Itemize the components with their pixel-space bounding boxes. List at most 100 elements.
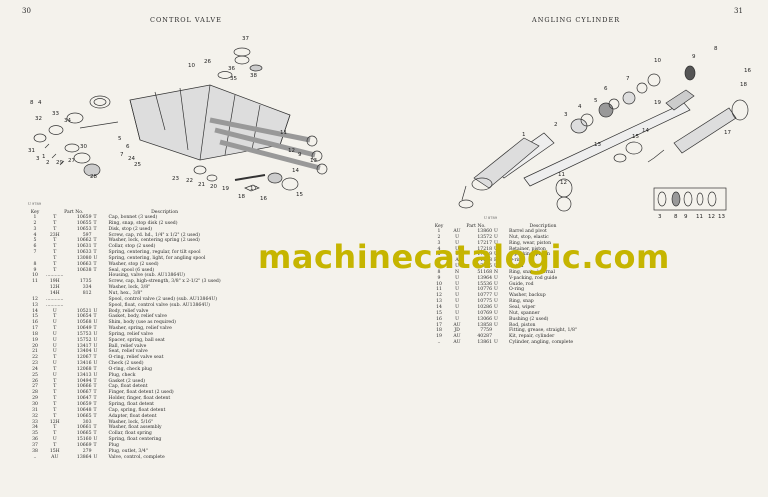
row-number: 13572 bbox=[477, 234, 492, 240]
row-number: 10769 bbox=[477, 310, 492, 316]
row-number: 1735 bbox=[79, 279, 92, 285]
row-suffix: U bbox=[93, 343, 98, 349]
row-description: Gasket (2 used) bbox=[108, 378, 146, 384]
row-description: Spring, relief valve bbox=[108, 331, 153, 337]
row-prefix: U bbox=[52, 343, 57, 349]
row-prefix: U bbox=[455, 234, 459, 240]
callout-19: 19 bbox=[654, 100, 661, 106]
row-description: U-packing, piston bbox=[509, 252, 551, 258]
page-title: CONTROL VALVE bbox=[150, 16, 222, 24]
row-prefix: U bbox=[52, 372, 57, 378]
row-prefix: T bbox=[53, 378, 57, 384]
row-number: 812 bbox=[82, 290, 92, 296]
callout-21: 21 bbox=[198, 182, 205, 188]
row-suffix: U bbox=[93, 255, 98, 261]
callout-30: 30 bbox=[80, 144, 87, 150]
row-number: 10659 bbox=[76, 402, 92, 407]
row-prefix: U bbox=[455, 252, 459, 258]
callout-10: 10 bbox=[654, 58, 661, 64]
callout-11: 11 bbox=[558, 172, 565, 178]
row-prefix: ............ bbox=[46, 296, 64, 302]
row-description: Ring, snap bbox=[509, 299, 534, 305]
row-number: 10494 bbox=[76, 378, 92, 384]
row-description: Piston bbox=[509, 264, 524, 270]
row-prefix: U bbox=[52, 349, 57, 355]
row-description: Spacer, spring, ball seat bbox=[108, 337, 165, 343]
callout-20: 20 bbox=[210, 184, 217, 190]
row-number: 10654 bbox=[76, 314, 92, 320]
row-prefix: T bbox=[53, 442, 57, 448]
row-suffix: T bbox=[93, 215, 97, 220]
callout-15: 15 bbox=[296, 192, 303, 198]
row-key: .. bbox=[437, 340, 441, 346]
row-prefix: 19H bbox=[49, 279, 60, 285]
angling-cylinder-diagram: 8 9 10 7 6 5 4 3 2 1 11 12 13 14 15 16 1… bbox=[454, 28, 764, 218]
row-description: Spool, float, control valve (sub. AU1386… bbox=[108, 302, 210, 308]
callout-inset-8: 8 bbox=[674, 214, 678, 218]
row-key: 21 bbox=[32, 349, 38, 355]
row-prefix: T bbox=[53, 267, 57, 273]
row-key: 36 bbox=[32, 437, 38, 443]
callout-28: 28 bbox=[90, 174, 97, 180]
row-suffix: U bbox=[93, 308, 98, 314]
row-description: Kit, repair, cylinder bbox=[509, 334, 555, 340]
row-prefix: U bbox=[455, 275, 459, 281]
row-prefix: 14H bbox=[49, 290, 60, 296]
row-prefix: ............ bbox=[46, 273, 64, 279]
row-suffix: T bbox=[93, 407, 97, 413]
row-prefix: T bbox=[53, 355, 57, 361]
row-number: 10568 bbox=[76, 320, 92, 326]
row-suffix: T bbox=[93, 244, 97, 250]
row-number: 10653 bbox=[76, 226, 92, 232]
row-suffix: U bbox=[93, 372, 98, 378]
row-description: Check (2 used) bbox=[108, 361, 144, 367]
row-key: 10 bbox=[436, 281, 442, 287]
row-key: 6 bbox=[437, 258, 441, 264]
row-description: Screw, cap, high-strength, 3/8" x 2-1/2"… bbox=[108, 279, 221, 285]
row-number: 10631 bbox=[76, 244, 92, 250]
row-number: 1608 bbox=[480, 258, 492, 264]
row-suffix: T bbox=[93, 326, 97, 332]
row-prefix: U bbox=[455, 281, 459, 287]
row-key: 23 bbox=[32, 361, 38, 367]
row-key: 28 bbox=[32, 390, 38, 396]
row-prefix: U bbox=[52, 308, 57, 314]
row-suffix: T bbox=[93, 226, 97, 232]
row-number: 10775 bbox=[477, 299, 492, 305]
row-number: 10647 bbox=[76, 396, 92, 402]
row-suffix: U bbox=[93, 361, 98, 367]
callout-8: 8 bbox=[30, 100, 34, 106]
callout-3: 3 bbox=[36, 156, 40, 162]
header-description: Description bbox=[151, 210, 179, 215]
callout-13: 13 bbox=[310, 158, 317, 164]
callout-9: 9 bbox=[692, 54, 696, 60]
callout-31: 31 bbox=[28, 148, 35, 154]
header-part-no: Part No. bbox=[466, 224, 486, 229]
page-title: ANGLING CYLINDER bbox=[532, 16, 621, 24]
callout-4: 4 bbox=[578, 104, 582, 110]
row-number: 13066 bbox=[477, 316, 492, 322]
row-key: 13 bbox=[32, 302, 38, 308]
row-description: Ring, snap, internal bbox=[509, 269, 556, 275]
row-description: Spring, float centering bbox=[108, 437, 162, 443]
row-number: 13860 bbox=[477, 229, 492, 234]
row-suffix: U bbox=[494, 340, 498, 346]
row-description: Collar, stop (2 used) bbox=[108, 244, 156, 250]
row-number: 10655 bbox=[76, 220, 92, 226]
row-suffix: U bbox=[93, 331, 98, 337]
